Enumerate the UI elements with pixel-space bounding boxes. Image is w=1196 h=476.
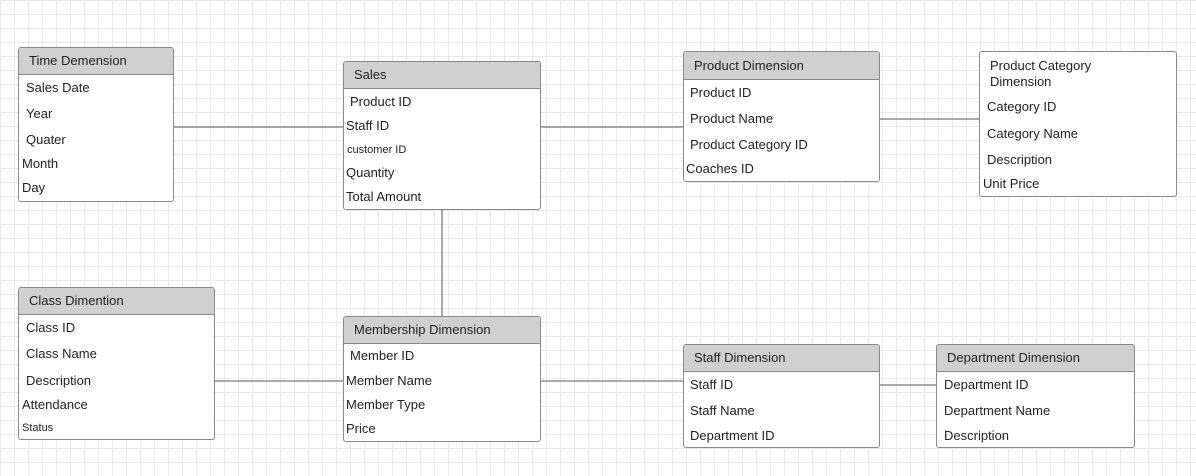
attribute-staff-id: Staff ID (346, 118, 390, 133)
time-dimension-table[interactable]: Time Demension Sales Date Year Quater Mo… (18, 47, 174, 202)
table-header: Time Demension (19, 48, 173, 75)
attribute-unit-price: Unit Price (983, 176, 1040, 191)
attribute-coaches-id: Coaches ID (686, 161, 754, 176)
attribute-member-id: Member ID (350, 348, 415, 363)
attribute-sales-date: Sales Date (26, 80, 90, 95)
attribute-attendance: Attendance (22, 397, 88, 412)
attribute-product-category-id: Product Category ID (690, 137, 808, 152)
attribute-class-id: Class ID (26, 320, 76, 335)
table-header: Membership Dimension (344, 317, 540, 344)
attribute-product-id: Product ID (690, 85, 752, 100)
attribute-status: Status (22, 422, 54, 434)
attribute-quater: Quater (26, 132, 66, 147)
attribute-description: Description (944, 428, 1010, 443)
product-category-dimension-table[interactable]: Product Category Dimension Category ID C… (979, 51, 1177, 197)
attribute-description: Description (26, 373, 92, 388)
sales-fact-table[interactable]: Sales Product ID Staff ID customer ID Qu… (343, 61, 541, 210)
department-dimension-table[interactable]: Department Dimension Department ID Depar… (936, 344, 1135, 448)
attribute-product-id: Product ID (350, 94, 412, 109)
table-header: Product Dimension (684, 52, 879, 80)
attribute-member-type: Member Type (346, 397, 426, 412)
table-header: Product Category Dimension (990, 58, 1092, 89)
attribute-department-id: Department ID (944, 377, 1029, 392)
membership-dimension-table[interactable]: Membership Dimension Member ID Member Na… (343, 316, 541, 442)
attribute-month: Month (22, 156, 59, 171)
attribute-staff-id: Staff ID (690, 377, 734, 392)
product-dimension-table[interactable]: Product Dimension Product ID Product Nam… (683, 51, 880, 182)
attribute-quantity: Quantity (346, 165, 395, 180)
table-header: Class Dimention (19, 288, 214, 315)
attribute-category-name: Category Name (987, 126, 1079, 141)
attribute-department-name: Department Name (944, 403, 1051, 418)
table-header: Sales (344, 62, 540, 89)
attribute-price: Price (346, 421, 376, 436)
table-header: Staff Dimension (684, 345, 879, 372)
attribute-product-name: Product Name (690, 111, 774, 126)
attribute-total-amount: Total Amount (346, 189, 422, 204)
attribute-member-name: Member Name (346, 373, 432, 388)
attribute-department-id: Department ID (690, 428, 775, 443)
class-dimension-table[interactable]: Class Dimention Class ID Class Name Desc… (18, 287, 215, 440)
attribute-staff-name: Staff Name (690, 403, 755, 418)
attribute-day: Day (22, 180, 46, 195)
table-header: Department Dimension (937, 345, 1134, 372)
attribute-category-id: Category ID (987, 99, 1057, 114)
attribute-year: Year (26, 106, 53, 121)
attribute-description: Description (987, 152, 1053, 167)
attribute-customer-id: customer ID (347, 144, 407, 156)
staff-dimension-table[interactable]: Staff Dimension Staff ID Staff Name Depa… (683, 344, 880, 448)
attribute-class-name: Class Name (26, 346, 97, 361)
